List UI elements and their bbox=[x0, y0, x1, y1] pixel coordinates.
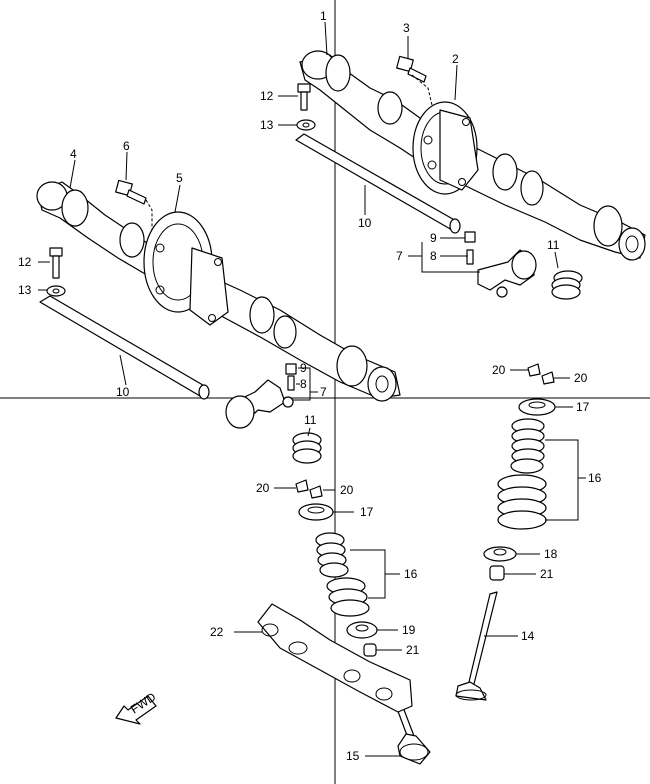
part-label-9-lower: 9 bbox=[300, 361, 307, 375]
valve-stem-seal-lower bbox=[363, 643, 377, 657]
part-label-21-upper: 21 bbox=[540, 567, 554, 581]
part-label-21-lower: 21 bbox=[406, 643, 420, 657]
part-label-2: 2 bbox=[452, 52, 459, 66]
part-label-3: 3 bbox=[403, 21, 410, 35]
part-label-16-upper: 16 bbox=[588, 471, 602, 485]
part-label-15: 15 bbox=[346, 749, 360, 763]
part-label-10-lower: 10 bbox=[116, 385, 130, 399]
forward-direction-arrow: FWD bbox=[115, 689, 159, 725]
rocker-arm-lower bbox=[225, 363, 297, 429]
part-label-20-lower-left: 20 bbox=[256, 481, 270, 495]
valve-cotter-upper bbox=[527, 363, 555, 385]
washer-13-upper bbox=[296, 119, 316, 131]
spring-retainer-lower bbox=[298, 503, 334, 521]
part-label-20-upper-left: 20 bbox=[492, 363, 506, 377]
part-label-6: 6 bbox=[123, 139, 130, 153]
part-label-7-lower: 7 bbox=[320, 385, 327, 399]
part-label-8-upper: 8 bbox=[430, 249, 437, 263]
part-label-19: 19 bbox=[402, 623, 416, 637]
part-label-10-upper: 10 bbox=[358, 216, 372, 230]
cam-sprocket-upper bbox=[412, 101, 479, 195]
spring-11-lower bbox=[292, 432, 322, 464]
part-label-20-lower-right: 20 bbox=[340, 483, 354, 497]
leader-lines bbox=[38, 21, 586, 757]
valve-spring-lower bbox=[315, 532, 370, 617]
part-label-9-upper: 9 bbox=[430, 231, 437, 245]
part-label-7-upper: 7 bbox=[396, 249, 403, 263]
spring-seat-lower bbox=[346, 621, 378, 639]
cam-sprocket-lower bbox=[143, 211, 229, 326]
part-label-5: 5 bbox=[176, 171, 183, 185]
part-label-18: 18 bbox=[544, 547, 558, 561]
part-label-13-lower: 13 bbox=[18, 283, 32, 297]
sprocket-bolt-upper bbox=[396, 55, 427, 83]
spring-retainer-upper bbox=[518, 398, 556, 416]
valve-stem-seal-upper bbox=[489, 565, 505, 581]
part-label-12-upper: 12 bbox=[260, 89, 274, 103]
part-label-11-lower: 11 bbox=[304, 413, 317, 427]
exhaust-valve bbox=[455, 591, 498, 701]
rocker-shaft-lower bbox=[39, 295, 210, 400]
valve-cotter-lower bbox=[295, 479, 323, 499]
part-label-8-lower: 8 bbox=[300, 377, 307, 391]
part-label-22: 22 bbox=[210, 625, 224, 639]
part-number-labels: 1 2 3 4 6 5 12 13 12 13 10 10 9 8 7 11 2… bbox=[18, 9, 602, 763]
part-label-14: 14 bbox=[521, 629, 535, 643]
part-label-17-lower: 17 bbox=[360, 505, 374, 519]
spring-11-upper bbox=[551, 270, 583, 300]
part-label-12-lower: 12 bbox=[18, 255, 32, 269]
bolt-12-upper bbox=[297, 83, 311, 111]
cam-chain-guide-plate bbox=[257, 603, 413, 713]
rocker-arm-upper bbox=[464, 231, 537, 298]
part-label-1: 1 bbox=[320, 9, 327, 23]
rocker-shaft-upper bbox=[295, 133, 461, 234]
part-label-11-upper: 11 bbox=[547, 238, 560, 252]
spring-seat-upper bbox=[483, 546, 517, 562]
part-label-16-lower: 16 bbox=[404, 567, 418, 581]
washer-13-lower bbox=[46, 285, 66, 297]
part-label-13-upper: 13 bbox=[260, 118, 274, 132]
part-label-20-upper-right: 20 bbox=[574, 371, 588, 385]
valve-spring-upper bbox=[497, 418, 547, 530]
part-label-17-upper: 17 bbox=[576, 400, 590, 414]
part-label-4: 4 bbox=[70, 147, 77, 161]
sprocket-bolt-lower bbox=[115, 179, 153, 230]
bolt-12-lower bbox=[49, 247, 63, 279]
